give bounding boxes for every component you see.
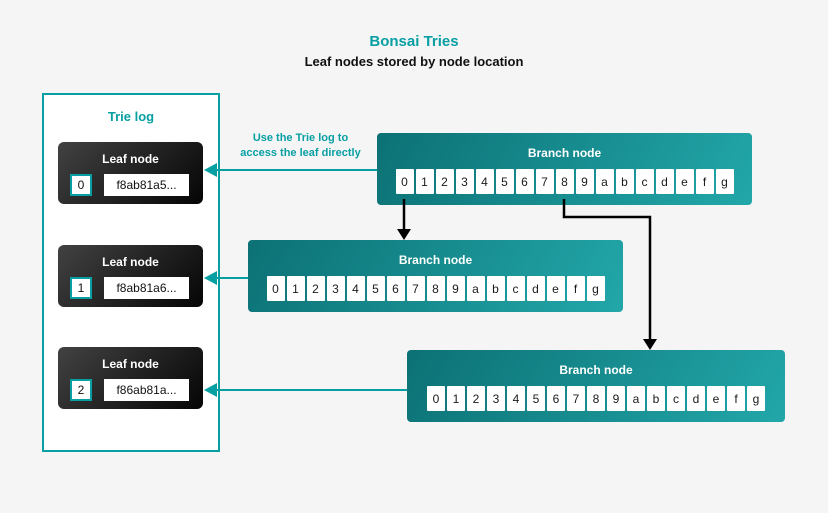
- branch-cell-4: 4: [475, 169, 494, 194]
- leaf-hash-2: f86ab81a...: [104, 379, 189, 401]
- annotation-line-1: Use the Trie log to: [252, 132, 349, 144]
- branch-cell-b: b: [486, 276, 505, 301]
- branch-cell-3: 3: [487, 386, 505, 411]
- branch-cell-g: g: [715, 169, 734, 194]
- branch-cell-e: e: [675, 169, 694, 194]
- branch-cell-f: f: [727, 386, 745, 411]
- branch-cell-8: 8: [426, 276, 445, 301]
- branch-cell-g: g: [747, 386, 765, 411]
- branch-cell-1: 1: [286, 276, 305, 301]
- branch-cell-a: a: [466, 276, 485, 301]
- leaf-node-label: Leaf node: [102, 357, 159, 371]
- leaf-node-label: Leaf node: [102, 255, 159, 269]
- leaf-node-label: Leaf node: [102, 152, 159, 166]
- branch-cell-f: f: [566, 276, 585, 301]
- branch-cell-9: 9: [575, 169, 594, 194]
- branch-cell-4: 4: [346, 276, 365, 301]
- branch-cell-1: 1: [447, 386, 465, 411]
- branch-cell-0: 0: [266, 276, 285, 301]
- branch-cell-3: 3: [455, 169, 474, 194]
- annotation-line-2: access the leaf directly: [240, 146, 361, 159]
- leaf-node-card-0: Leaf node 0 f8ab81a5...: [58, 142, 203, 204]
- page-title: Bonsai Tries: [369, 33, 459, 50]
- branch-cell-f: f: [695, 169, 714, 194]
- leaf-index-1: 1: [70, 277, 92, 299]
- branch-cell-e: e: [707, 386, 725, 411]
- branch-cell-6: 6: [547, 386, 565, 411]
- leaf-row: 1 f8ab81a6...: [58, 277, 203, 299]
- branch-cell-8: 8: [555, 169, 574, 194]
- branch-cell-d: d: [687, 386, 705, 411]
- branch-cell-7: 7: [535, 169, 554, 194]
- branch-cell-8: 8: [587, 386, 605, 411]
- trie-log-annotation: Use the Trie log to access the leaf dire…: [228, 131, 373, 161]
- arrow-branch3-to-leaf2: [204, 383, 407, 397]
- branch-cell-9: 9: [446, 276, 465, 301]
- diagram-header: Bonsai Tries Leaf nodes stored by node l…: [0, 33, 828, 69]
- branch-cell-6: 6: [515, 169, 534, 194]
- branch-cell-5: 5: [366, 276, 385, 301]
- branch-cell-4: 4: [507, 386, 525, 411]
- branch-cell-0: 0: [395, 169, 414, 194]
- branch-cell-g: g: [586, 276, 605, 301]
- leaf-index-2: 2: [70, 379, 92, 401]
- branch-node-1-label: Branch node: [527, 146, 602, 160]
- branch-cell-6: 6: [386, 276, 405, 301]
- branch-cell-c: c: [667, 386, 685, 411]
- leaf-row: 0 f8ab81a5...: [58, 174, 203, 196]
- branch-cell-2: 2: [435, 169, 454, 194]
- trie-log-title: Trie log: [107, 109, 155, 124]
- leaf-index-0: 0: [70, 174, 92, 196]
- branch-cell-7: 7: [567, 386, 585, 411]
- branch-cell-a: a: [627, 386, 645, 411]
- branch-cell-a: a: [595, 169, 614, 194]
- branch-cell-5: 5: [495, 169, 514, 194]
- leaf-hash-0: f8ab81a5...: [104, 174, 189, 196]
- branch-cell-7: 7: [406, 276, 425, 301]
- branch-cell-2: 2: [467, 386, 485, 411]
- leaf-hash-1: f8ab81a6...: [104, 277, 189, 299]
- branch-node-3-label: Branch node: [559, 363, 633, 377]
- branch-cell-1: 1: [415, 169, 434, 194]
- branch-cell-2: 2: [306, 276, 325, 301]
- arrow-cell0-to-branch2: [397, 199, 411, 240]
- branch-cell-e: e: [546, 276, 565, 301]
- branch-cell-d: d: [526, 276, 545, 301]
- branch-cell-b: b: [615, 169, 634, 194]
- leaf-node-card-2: Leaf node 2 f86ab81a...: [58, 347, 203, 409]
- arrow-branch1-to-leaf0: [204, 163, 377, 177]
- branch-cell-b: b: [647, 386, 665, 411]
- branch-cell-0: 0: [427, 386, 445, 411]
- branch-cell-9: 9: [607, 386, 625, 411]
- page-subtitle: Leaf nodes stored by node location: [304, 54, 524, 69]
- leaf-row: 2 f86ab81a...: [58, 379, 203, 401]
- branch-cell-3: 3: [326, 276, 345, 301]
- branch-cell-c: c: [635, 169, 654, 194]
- leaf-node-card-1: Leaf node 1 f8ab81a6...: [58, 245, 203, 307]
- branch-node-2-label: Branch node: [398, 253, 473, 267]
- branch-cell-c: c: [506, 276, 525, 301]
- branch-cell-d: d: [655, 169, 674, 194]
- branch-cell-5: 5: [527, 386, 545, 411]
